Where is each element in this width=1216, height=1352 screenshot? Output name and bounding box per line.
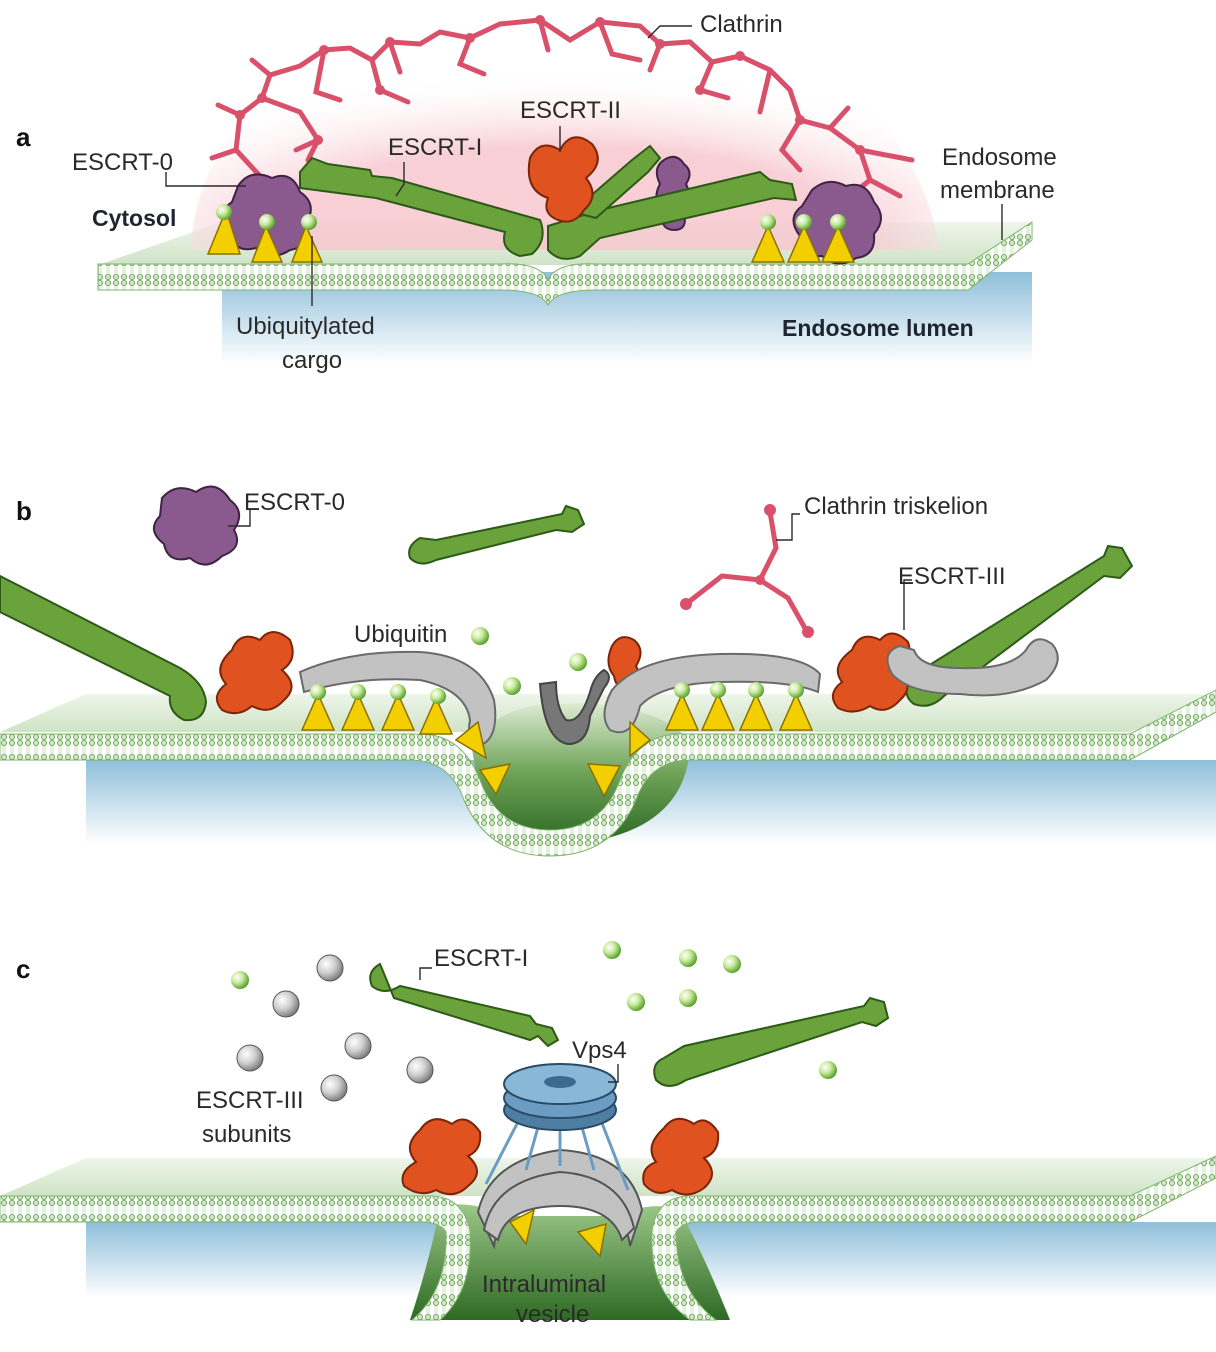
ubiquitylated-cargo-left (206, 204, 324, 263)
label-cytosol: Cytosol (92, 205, 176, 231)
clathrin-triskelion (683, 509, 809, 633)
cargo-in-vesicle (508, 1208, 607, 1258)
escrt1-rods-c (369, 962, 890, 1087)
leader-escrt0-b (228, 510, 251, 527)
label-escrt0-a: ESCRT-0 (72, 149, 173, 176)
label-escrt3-subunits-line1: ESCRT-III (196, 1087, 304, 1114)
endosome-membrane-bilayer-b (0, 689, 1216, 857)
leader-escrt3-b (903, 579, 912, 630)
label-escrt3-subunits-line2: subunits (202, 1121, 291, 1148)
escrt3-dome (476, 1148, 644, 1250)
escrt1-rods-a (299, 144, 798, 260)
escrt2-complex-a (527, 136, 599, 223)
label-clathrin-triskelion: Clathrin triskelion (804, 493, 988, 520)
panel-c-letter: c (16, 954, 30, 984)
free-ubiquitin-b (471, 627, 587, 695)
label-clathrin: Clathrin (700, 11, 783, 38)
label-ubiquitylated-cargo-line2: cargo (282, 347, 342, 374)
label-vps4: Vps4 (572, 1037, 627, 1064)
ubiquitylated-cargo-b (300, 682, 814, 798)
label-endosome-lumen: Endosome lumen (782, 315, 974, 341)
escrt1-free-b (408, 504, 586, 565)
vps4-hexamer (484, 1063, 630, 1191)
escrt0-free-b (153, 485, 241, 566)
endosome-membrane-bilayer (97, 221, 1033, 307)
leader-vps4 (608, 1064, 619, 1083)
free-ubiquitin-c (231, 941, 837, 1079)
label-escrt1-a: ESCRT-I (388, 134, 482, 161)
panel-b-letter: b (16, 496, 32, 526)
panel-a-letter: a (16, 122, 31, 152)
panel-a: a (16, 10, 1057, 374)
leader-escrt1-a (395, 162, 405, 197)
label-endosome-membrane-line1: Endosome (942, 144, 1057, 171)
label-escrt3-b: ESCRT-III (898, 563, 1006, 590)
label-intraluminal-vesicle-line2: vesicle (516, 1301, 589, 1328)
endosome-membrane-bilayer-c-right (651, 1155, 1216, 1321)
escrt2-complexes-c (401, 1117, 720, 1196)
label-endosome-membrane-line2: membrane (940, 177, 1055, 204)
leader-escrt1-c (419, 967, 432, 980)
leader-clathrin-triskelion (776, 513, 800, 541)
ubiquitylated-cargo-right (750, 214, 856, 263)
escrt3-subunits (236, 954, 434, 1102)
label-intraluminal-vesicle-line1: Intraluminal (482, 1271, 606, 1298)
panel-c: c Vps4 (0, 941, 1216, 1328)
label-ubiquitylated-cargo-line1: Ubiquitylated (236, 313, 375, 340)
clathrin-triskelion-nodes (680, 504, 814, 638)
label-escrt2-a: ESCRT-II (520, 97, 621, 124)
leader-escrt0-a (165, 172, 246, 187)
endosome-membrane-bilayer-c (0, 1195, 471, 1321)
label-escrt1-c: ESCRT-I (434, 945, 528, 972)
leader-clathrin (647, 25, 692, 39)
panel-b: b ESCRT-0 Clathrin triskelion (0, 485, 1216, 857)
label-escrt0-b: ESCRT-0 (244, 489, 345, 516)
label-ubiquitin-b: Ubiquitin (354, 621, 447, 648)
clathrin-nodes (235, 15, 865, 155)
escrt3-filaments-b (298, 638, 1059, 748)
